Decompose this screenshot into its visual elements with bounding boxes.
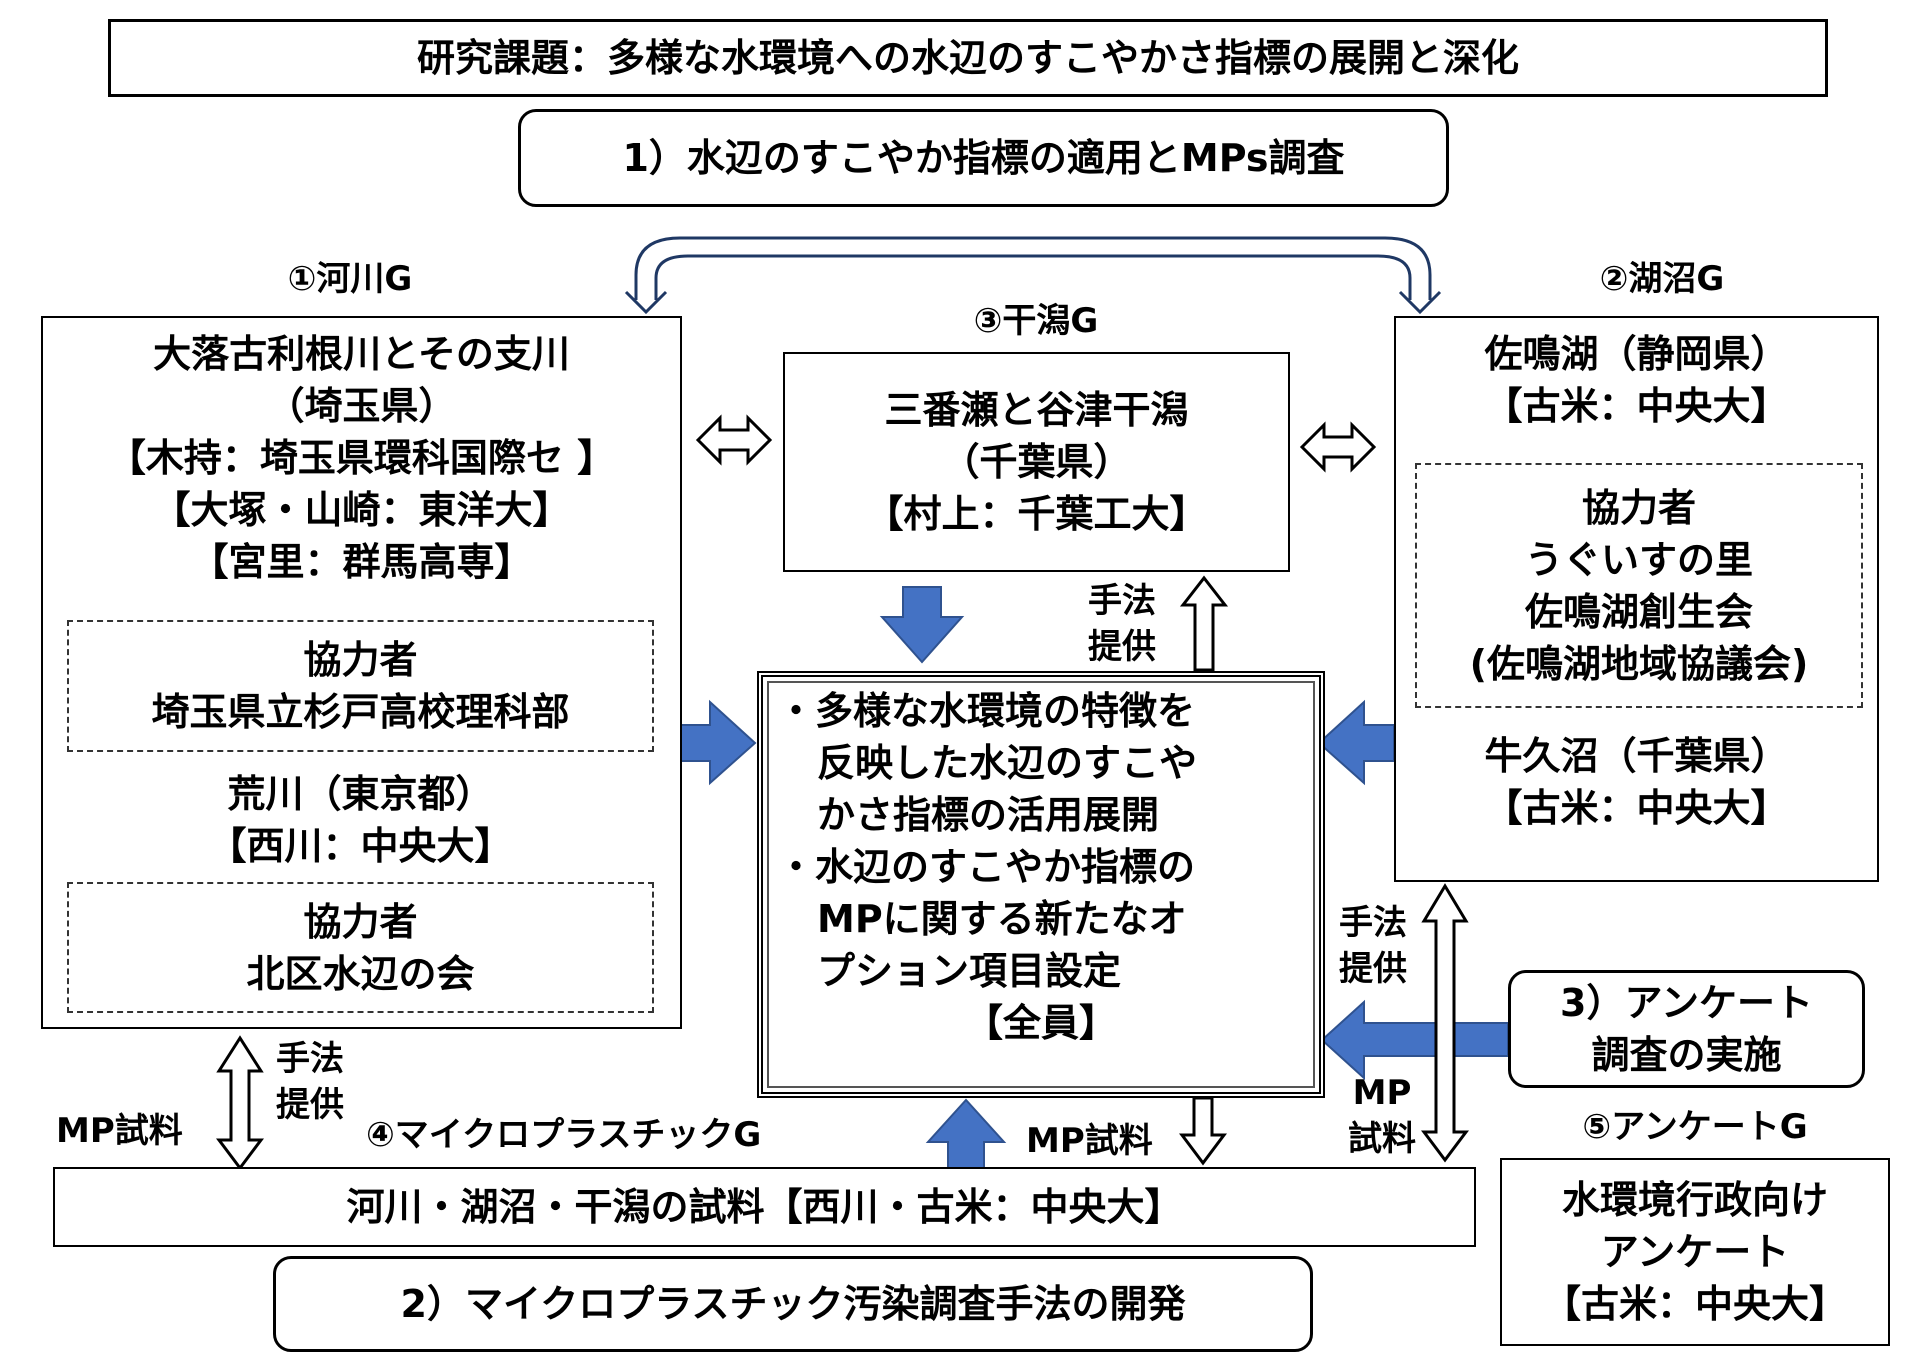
arrow-label: 提供 [276,1085,344,1125]
partner-name: 埼玉県立杉戸高校理科部 [151,690,570,734]
river-member-2: 【大塚・山崎：東洋大】 [152,488,571,532]
mp-group-label-wrap: ④マイクロプラスチックG [366,1112,761,1158]
partner-heading: 協力者 [303,899,418,944]
mp-sample-label-left: MP試料 [56,1108,183,1154]
survey-group-label: ⑤アンケートG [1582,1107,1808,1147]
center-goal-line: プション項目設定 [817,949,1122,993]
hollow-arrow-down-center [1179,1096,1227,1166]
arrow-label: 提供 [1339,949,1407,989]
arrow-label: MP [1352,1073,1412,1113]
survey-group-label-wrap: ⑤アンケートG [1510,1100,1880,1154]
method-provide-label-right: 手法 提供 [1339,900,1407,992]
lake-group-box: 佐鳴湖（静岡県） 【古米：中央大】 [1394,316,1879,882]
blue-arrow-left [1317,699,1395,786]
task2-label: 2）マイクロプラスチック汚染調査手法の開発 [400,1282,1186,1326]
lake-member-2: 【古米：中央大】 [1484,786,1789,830]
task1-box: 1）水辺のすこやか指標の適用とMPs調査 [518,109,1449,207]
mp-group-box: 河川・湖沼・干潟の試料【西川・古米：中央大】 [53,1167,1476,1247]
center-goal-line: MPに関する新たなオ [817,897,1187,941]
river-prefecture-1: （埼玉県） [266,384,457,428]
tidal-prefecture: （千葉県） [941,440,1132,484]
method-provide-label-center: 手法 提供 [1088,578,1156,670]
mp-sample-label-center: MP試料 [1026,1118,1153,1164]
partner-heading: 協力者 [1581,485,1696,530]
hollow-arrow-updown-right [1421,883,1469,1163]
task1-label: 1）水辺のすこやか指標の適用とMPs調査 [622,136,1345,180]
center-goal-line: 反映した水辺のすこや [817,741,1198,785]
partner-name: うぐいすの里 [1524,537,1753,582]
survey-line: 水環境行政向け [1561,1178,1828,1222]
tidal-member: 【村上：千葉工大】 [865,492,1208,536]
river-partner-box-1: 協力者 埼玉県立杉戸高校理科部 [67,620,654,752]
tidal-group-label-wrap: ③干潟G [886,296,1186,346]
lake-site-1: 佐鳴湖（静岡県） [1484,332,1789,376]
hollow-arrow-up-center [1179,575,1229,672]
survey-group-box: 水環境行政向け アンケート 【古米：中央大】 [1500,1158,1890,1346]
arrow-label: 手法 [1339,903,1407,943]
river-group-box: 大落古利根川とその支川 （埼玉県） 【木持：埼玉県環科国際セ 】 【大塚・山崎：… [41,316,682,1029]
research-title: 研究課題：多様な水環境への水辺のすこやかさ指標の展開と深化 [416,36,1519,80]
arrow-label: MP試料 [1026,1121,1153,1161]
river-site-2-block: 荒川（東京都） 【西川：中央大】 [67,765,654,875]
lake-site-2: 牛久沼（千葉県） [1484,734,1789,778]
river-group-label: ①河川G [287,259,413,299]
blue-arrow-right [679,699,757,786]
center-goal-line: かさ指標の活用展開 [817,793,1160,837]
arrow-label: 提供 [1088,627,1156,667]
arrow-label: 手法 [276,1039,344,1079]
survey-line: 【古米：中央大】 [1542,1282,1847,1326]
river-group-label-wrap: ①河川G [200,252,500,306]
center-goals-box: ・多様な水環境の特徴を 反映した水辺のすこや かさ指標の活用展開 ・水辺のすこや… [757,671,1325,1098]
river-member-1: 【木持：埼玉県環科国際セ 】 [107,436,616,480]
mp-sample-label-right: MP 試料 [1334,1070,1430,1162]
river-member-4: 【西川：中央大】 [208,824,513,868]
partner-heading: 協力者 [303,638,418,682]
tidal-site: 三番瀬と谷津干潟 [884,388,1189,432]
river-partner-box-2: 協力者 北区水辺の会 [67,882,654,1013]
partner-name: 佐鳴湖創生会 [1524,589,1753,634]
arrow-label: MP試料 [56,1111,183,1151]
tidal-group-box: 三番瀬と谷津干潟 （千葉県） 【村上：千葉工大】 [783,352,1290,572]
blue-arrow-up [925,1098,1007,1173]
tidal-group-label: ③干潟G [973,301,1099,341]
lake-member-1: 【古米：中央大】 [1484,384,1789,428]
mp-group-label: ④マイクロプラスチックG [366,1115,762,1155]
hollow-arrow-updown-left [216,1035,264,1171]
river-member-3: 【宮里：群馬高専】 [190,540,533,584]
research-title-box: 研究課題：多様な水環境への水辺のすこやかさ指標の展開と深化 [108,19,1828,97]
top-connector-arrow [624,236,1442,315]
arrow-label: 試料 [1348,1119,1416,1159]
lake-partner-box: 協力者 うぐいすの里 佐鳴湖創生会 (佐鳴湖地域協議会) [1415,463,1863,708]
double-arrow-river-tidal [695,414,773,466]
mp-group-text: 河川・湖沼・干潟の試料【西川・古米：中央大】 [346,1185,1183,1229]
method-provide-label-left: 手法 提供 [276,1036,344,1128]
survey-line: アンケート [1600,1230,1790,1274]
partner-name: 北区水辺の会 [246,951,475,996]
task3-label-1: 3）アンケート [1560,981,1813,1025]
task3-label-2: 調査の実施 [1591,1033,1782,1077]
river-site-2: 荒川（東京都） [227,772,494,816]
partner-name: (佐鳴湖地域協議会) [1469,641,1809,686]
lake-group-label: ②湖沼G [1599,259,1725,299]
double-arrow-tidal-lake [1299,421,1377,473]
lake-site-2-block: 牛久沼（千葉県） 【古米：中央大】 [1394,722,1879,842]
center-all-members: 【全員】 [964,1001,1117,1045]
task3-box: 3）アンケート 調査の実施 [1508,970,1865,1088]
river-site-1: 大落古利根川とその支川 [153,332,570,376]
lake-group-label-wrap: ②湖沼G [1512,252,1812,306]
task2-box: 2）マイクロプラスチック汚染調査手法の開発 [273,1256,1313,1352]
blue-arrow-left-survey [1320,999,1509,1081]
arrow-label: 手法 [1088,581,1156,621]
blue-arrow-down [879,586,965,664]
center-goal-line: ・多様な水環境の特徴を [777,689,1196,733]
center-goal-line: ・水辺のすこやか指標の [777,845,1196,889]
